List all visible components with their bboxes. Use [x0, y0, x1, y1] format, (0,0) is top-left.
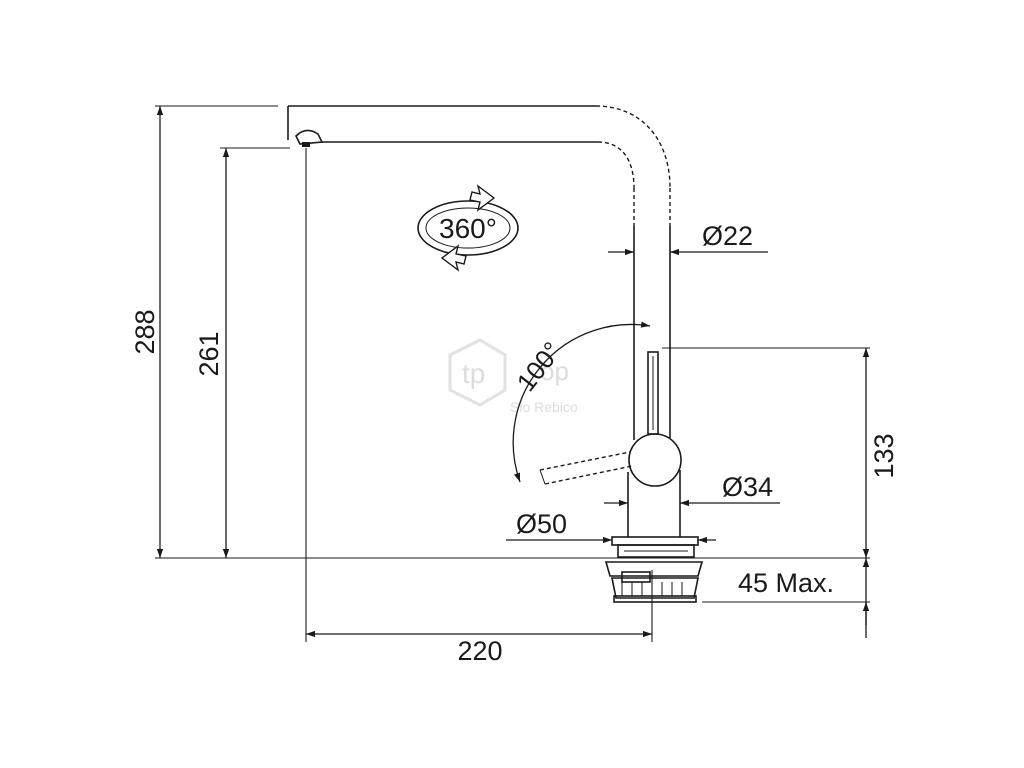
rotation-label: 360°	[439, 213, 497, 244]
dimension-tube-diameter: Ø22	[608, 221, 768, 256]
reach-label: 220	[457, 636, 502, 666]
dimension-body-diameter: Ø34	[604, 472, 780, 507]
mounting-thickness-label: 45 Max.	[738, 568, 834, 598]
body-diameter-label: Ø34	[722, 472, 773, 502]
dimension-mounting-thickness: 45 Max.	[738, 558, 870, 638]
tube-diameter-label: Ø22	[702, 221, 753, 251]
dimension-spout-height: 261	[194, 148, 230, 558]
dimension-total-height: 288	[130, 106, 164, 558]
total-height-label: 288	[130, 309, 160, 354]
lever-height-label: 133	[869, 433, 899, 478]
faucet-body	[287, 105, 704, 603]
extension-lines	[155, 105, 870, 642]
dimension-reach: 220	[306, 630, 652, 666]
dimension-lever-height: 133	[862, 348, 899, 558]
rotation-360-icon: 360°	[417, 184, 519, 272]
base-diameter-label: Ø50	[516, 509, 567, 539]
spout-height-label: 261	[194, 331, 224, 376]
dimension-base-diameter: Ø50	[506, 509, 716, 544]
watermark-brand: tp	[462, 358, 485, 389]
